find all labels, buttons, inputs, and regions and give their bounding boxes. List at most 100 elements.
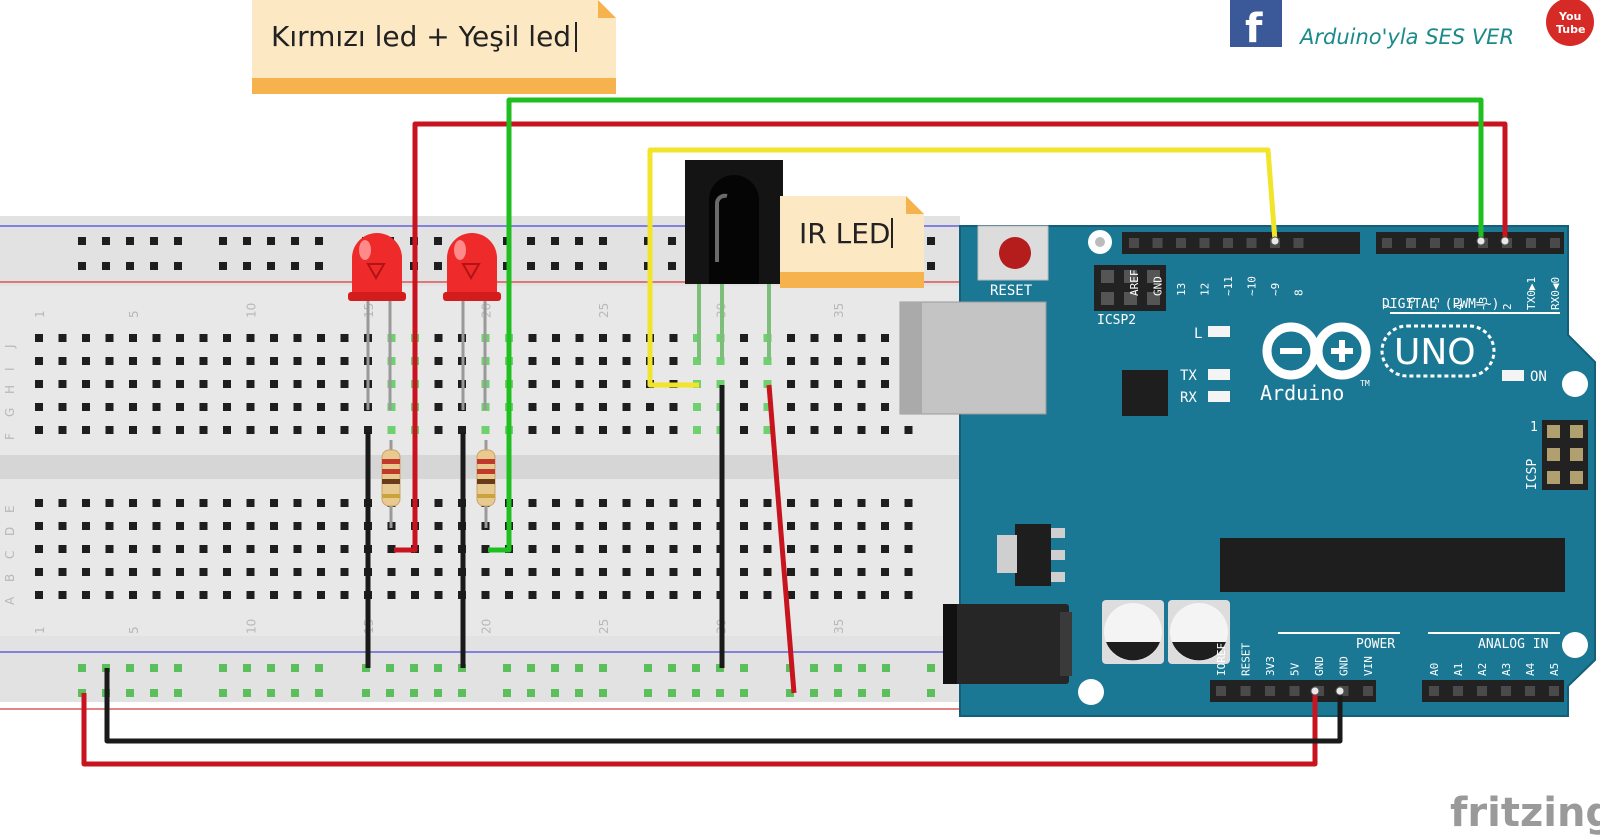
pin-label: ~6 bbox=[1405, 297, 1418, 310]
breadboard-hole bbox=[411, 591, 419, 599]
breadboard-hole bbox=[834, 380, 842, 388]
pin-label: ~5 bbox=[1429, 297, 1442, 310]
breadboard-hole bbox=[129, 591, 137, 599]
reset-button[interactable] bbox=[977, 225, 1049, 281]
breadboard-hole bbox=[340, 499, 349, 507]
rail-hole bbox=[599, 664, 607, 672]
header-pin bbox=[1246, 238, 1257, 248]
column-number: 20 bbox=[480, 619, 494, 634]
breadboard-hole bbox=[176, 380, 184, 388]
breadboard-hole bbox=[129, 522, 137, 530]
rail-hole bbox=[668, 689, 676, 697]
breadboard-hole bbox=[340, 380, 349, 388]
pin-label: 7 bbox=[1381, 303, 1394, 310]
rail-hole bbox=[150, 262, 158, 270]
breadboard-hole bbox=[857, 380, 866, 388]
breadboard-hole bbox=[693, 357, 701, 365]
breadboard-hole bbox=[904, 522, 913, 530]
chip-small bbox=[1122, 370, 1168, 416]
breadboard-hole bbox=[857, 334, 866, 342]
rail-hole bbox=[243, 689, 251, 697]
breadboard-hole bbox=[58, 545, 67, 553]
breadboard-hole bbox=[246, 403, 255, 411]
breadboard-hole bbox=[810, 426, 819, 434]
rail-hole bbox=[551, 262, 559, 270]
breadboard-hole bbox=[129, 357, 137, 365]
breadboard-hole bbox=[411, 568, 419, 576]
main-chip bbox=[1220, 538, 1565, 592]
breadboard-hole bbox=[622, 334, 631, 342]
breadboard-hole bbox=[129, 426, 137, 434]
breadboard-hole bbox=[58, 522, 67, 530]
breadboard-hole bbox=[387, 545, 396, 553]
breadboard-hole bbox=[317, 568, 325, 576]
rail-hole bbox=[551, 689, 559, 697]
breadboard-hole bbox=[58, 357, 67, 365]
led-l-label: L bbox=[1194, 326, 1202, 342]
breadboard-hole bbox=[129, 499, 137, 507]
breadboard-hole bbox=[622, 568, 631, 576]
breadboard-hole bbox=[199, 499, 208, 507]
rail-hole bbox=[575, 664, 583, 672]
breadboard-hole bbox=[599, 426, 607, 434]
rail-hole bbox=[858, 689, 866, 697]
rail-hole bbox=[267, 689, 275, 697]
led-tx bbox=[1208, 369, 1230, 380]
breadboard-hole bbox=[317, 334, 325, 342]
breadboard-hole bbox=[199, 591, 208, 599]
breadboard-hole bbox=[176, 522, 184, 530]
rail-hole bbox=[716, 689, 724, 697]
power-label: POWER bbox=[1356, 637, 1395, 652]
breadboard-hole bbox=[904, 591, 913, 599]
breadboard-hole bbox=[270, 334, 278, 342]
pin-label: ~10 bbox=[1246, 276, 1259, 296]
pin-label: ~9 bbox=[1269, 283, 1282, 296]
breadboard-hole bbox=[35, 426, 43, 434]
breadboard-hole bbox=[693, 499, 701, 507]
breadboard-hole bbox=[340, 426, 349, 434]
breadboard-hole bbox=[599, 591, 607, 599]
icsp2-header bbox=[1094, 265, 1166, 311]
breadboard-hole bbox=[857, 545, 866, 553]
breadboard-hole bbox=[293, 499, 302, 507]
rail-hole bbox=[927, 237, 935, 245]
breadboard-hole bbox=[223, 568, 231, 576]
rail-hole bbox=[267, 237, 275, 245]
rail-hole bbox=[267, 664, 275, 672]
header-pin bbox=[1550, 238, 1560, 248]
youtube-icon[interactable]: You Tube bbox=[1546, 0, 1594, 46]
breadboard-hole bbox=[740, 357, 748, 365]
breadboard-hole bbox=[552, 499, 560, 507]
facebook-icon[interactable]: f bbox=[1230, 0, 1282, 52]
breadboard-hole bbox=[810, 591, 819, 599]
breadboard-hole bbox=[810, 403, 819, 411]
rail-hole bbox=[527, 689, 535, 697]
pin-label: 3V3 bbox=[1264, 656, 1277, 676]
breadboard-hole bbox=[317, 403, 325, 411]
breadboard-hole bbox=[646, 403, 654, 411]
breadboard-hole bbox=[622, 522, 631, 530]
row-letter: J bbox=[3, 344, 17, 349]
breadboard-hole bbox=[528, 499, 537, 507]
breadboard-hole bbox=[787, 357, 795, 365]
rail-hole bbox=[740, 664, 748, 672]
breadboard-hole bbox=[669, 426, 678, 434]
column-number: 35 bbox=[832, 303, 846, 318]
breadboard-hole bbox=[763, 499, 772, 507]
rail-hole bbox=[410, 664, 418, 672]
breadboard-hole bbox=[622, 403, 631, 411]
breadboard-hole bbox=[740, 522, 748, 530]
analog-header bbox=[1422, 680, 1564, 702]
rail-hole bbox=[503, 689, 511, 697]
breadboard-hole bbox=[787, 499, 795, 507]
breadboard-hole bbox=[481, 545, 490, 553]
rail-hole bbox=[102, 262, 110, 270]
breadboard-hole bbox=[622, 357, 631, 365]
wires bbox=[81, 97, 1510, 767]
reset-label: RESET bbox=[990, 283, 1033, 299]
header-pin bbox=[1477, 686, 1487, 696]
breadboard-hole bbox=[599, 522, 607, 530]
breadboard-hole bbox=[810, 568, 819, 576]
